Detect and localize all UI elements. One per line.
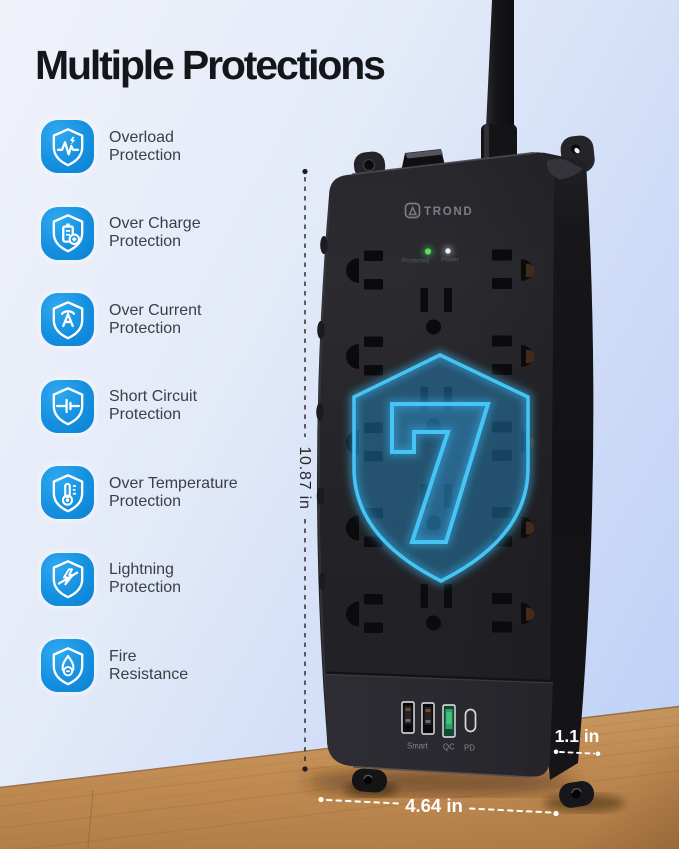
svg-text:4.64 in: 4.64 in	[405, 795, 463, 816]
svg-text:1.1 in: 1.1 in	[555, 726, 600, 746]
svg-text:Power: Power	[441, 257, 459, 264]
svg-text:PD: PD	[464, 744, 475, 753]
svg-text:Protected: Protected	[402, 258, 429, 265]
svg-text:QC: QC	[443, 743, 455, 752]
svg-text:10.87 in: 10.87 in	[296, 446, 313, 509]
svg-text:TROND: TROND	[424, 206, 473, 218]
svg-text:Smart: Smart	[407, 742, 429, 751]
